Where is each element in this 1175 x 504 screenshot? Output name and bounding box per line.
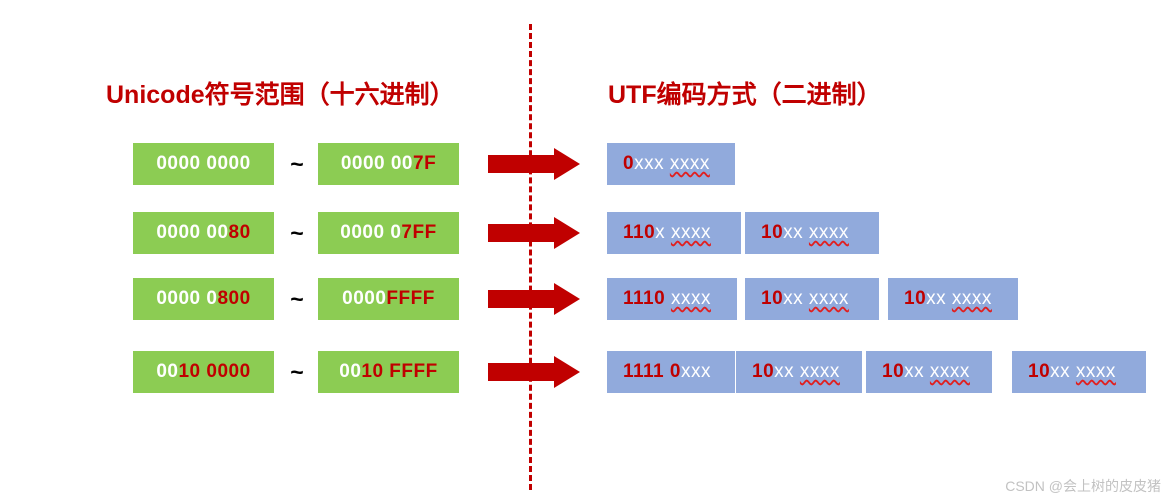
- left-column-title: Unicode符号范围（十六进制）: [106, 81, 455, 109]
- right-arrow-icon: [488, 283, 580, 315]
- byte-prefix-bits: 110: [623, 222, 656, 243]
- range-end-plain: 0000 00: [340, 153, 413, 174]
- range-end-highlight: 10 FFFF: [361, 361, 438, 382]
- byte-payload-bits-underlined: xxxx: [670, 222, 711, 243]
- byte-prefix-bits: 10: [904, 288, 927, 309]
- byte-prefix-bits: 10: [1028, 361, 1051, 382]
- range-start-highlight: 800: [217, 288, 251, 309]
- byte-payload-bits: xx: [783, 288, 809, 309]
- byte-payload-bits: xx: [783, 222, 809, 243]
- utf8-byte-box: 10xx xxxx: [1012, 351, 1146, 393]
- range-end-highlight: 7FF: [401, 222, 437, 243]
- range-end-plain: 0000: [342, 288, 387, 309]
- right-arrow-icon: [488, 217, 580, 249]
- byte-payload-bits-underlined: xxxx: [669, 153, 710, 174]
- utf8-byte-box: 10xx xxxx: [888, 278, 1018, 320]
- utf8-byte-box: 10xx xxxx: [745, 212, 879, 254]
- watermark: CSDN @会上树的皮皮猪: [1005, 478, 1161, 494]
- byte-content: 10xx xxxx: [745, 288, 849, 310]
- byte-prefix-bits: 10: [752, 361, 775, 382]
- range-start-plain: 0000 0000: [156, 153, 251, 174]
- right-arrow-icon: [488, 148, 580, 180]
- byte-prefix-bits: 1110: [623, 288, 671, 309]
- range-end-highlight: FFFF: [386, 288, 435, 309]
- range-start-highlight: 10 0000: [178, 361, 251, 382]
- byte-payload-bits-underlined: xxxx: [670, 288, 711, 309]
- byte-content: 1110 xxxx: [607, 288, 711, 310]
- utf8-byte-box: 0xxx xxxx: [607, 143, 735, 185]
- byte-payload-bits-underlined: xxxx: [808, 288, 849, 309]
- utf8-byte-box: 10xx xxxx: [745, 278, 879, 320]
- range-separator: ~: [290, 219, 304, 246]
- byte-content: 110x xxxx: [607, 222, 711, 244]
- range-start-plain: 0000 00: [156, 222, 229, 243]
- byte-content: 1111 0xxx: [607, 361, 711, 383]
- byte-content: 10xx xxxx: [1012, 361, 1116, 383]
- byte-content: 10xx xxxx: [866, 361, 970, 383]
- byte-prefix-bits: 10: [761, 288, 784, 309]
- byte-content: 10xx xxxx: [888, 288, 992, 310]
- range-end-plain: 00: [339, 361, 362, 382]
- byte-payload-bits: x: [655, 222, 671, 243]
- unicode-range-start-box: 0000 0000: [133, 143, 274, 185]
- byte-payload-bits: xx: [926, 288, 952, 309]
- byte-payload-bits-underlined: xxxx: [799, 361, 840, 382]
- byte-content: 0xxx xxxx: [607, 153, 710, 175]
- byte-prefix-bits: 1111 0: [623, 361, 681, 382]
- right-column-title: UTF编码方式（二进制）: [608, 81, 882, 109]
- range-start-highlight: 80: [228, 222, 251, 243]
- range-separator: ~: [290, 285, 304, 312]
- byte-payload-bits-underlined: xxxx: [808, 222, 849, 243]
- byte-payload-bits: xx: [774, 361, 800, 382]
- utf8-byte-box: 1110 xxxx: [607, 278, 737, 320]
- utf8-byte-box: 110x xxxx: [607, 212, 741, 254]
- byte-prefix-bits: 10: [882, 361, 905, 382]
- byte-payload-bits: xx: [904, 361, 930, 382]
- utf8-byte-box: 10xx xxxx: [866, 351, 992, 393]
- byte-payload-bits-underlined: xxxx: [1075, 361, 1116, 382]
- byte-prefix-bits: 10: [761, 222, 784, 243]
- range-start-plain: 00: [156, 361, 179, 382]
- range-start-plain: 0000 0: [156, 288, 218, 309]
- utf8-byte-box: 10xx xxxx: [736, 351, 862, 393]
- byte-payload-bits: xx: [1050, 361, 1076, 382]
- unicode-range-end-box: 0000 FFFF: [318, 278, 459, 320]
- byte-prefix-bits: 0: [623, 153, 635, 174]
- byte-payload-bits: xxx: [680, 361, 711, 382]
- range-separator: ~: [290, 150, 304, 177]
- vertical-dashed-divider: [529, 24, 532, 490]
- byte-content: 10xx xxxx: [736, 361, 840, 383]
- right-arrow-icon: [488, 356, 580, 388]
- byte-payload-bits-underlined: xxxx: [929, 361, 970, 382]
- byte-content: 10xx xxxx: [745, 222, 849, 244]
- byte-payload-bits-underlined: xxxx: [951, 288, 992, 309]
- range-end-plain: 0000 0: [340, 222, 402, 243]
- range-separator: ~: [290, 358, 304, 385]
- utf8-byte-box: 1111 0xxx: [607, 351, 735, 393]
- byte-payload-bits: xxx: [634, 153, 670, 174]
- range-end-highlight: 7F: [413, 153, 437, 174]
